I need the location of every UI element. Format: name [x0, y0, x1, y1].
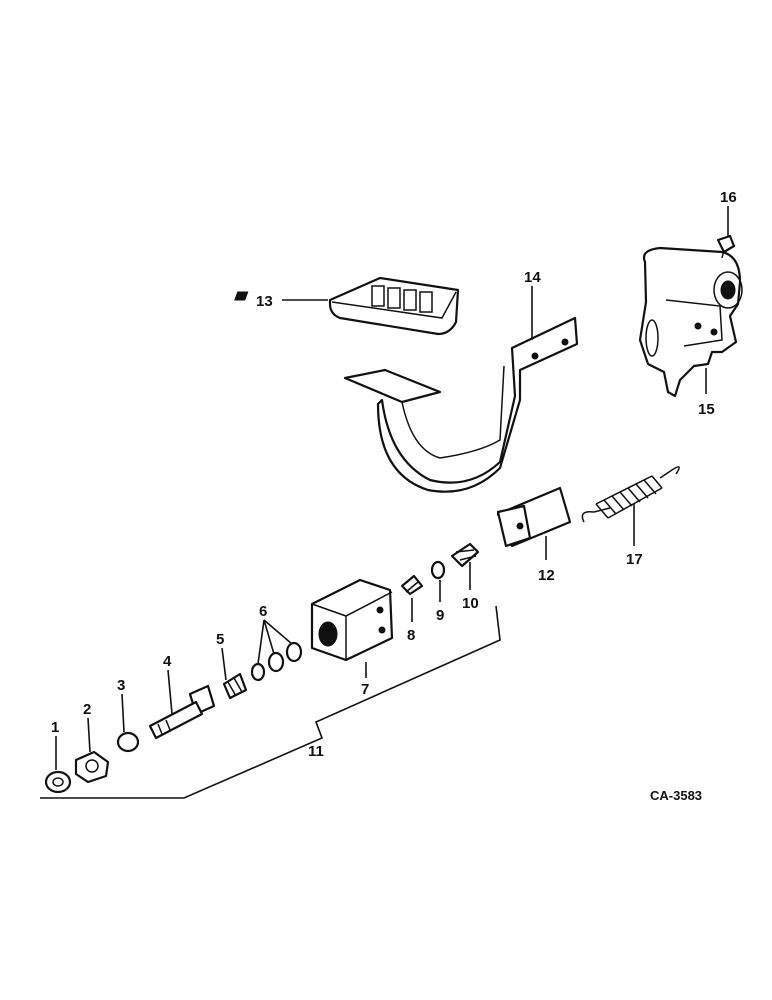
cap-part-1	[44, 770, 72, 794]
callout-15: 15	[698, 401, 715, 418]
nut-part-2	[74, 750, 110, 784]
callout-3: 3	[117, 677, 125, 694]
pedal-pad-part-13	[234, 276, 460, 336]
drawing-code: CA-3583	[650, 788, 702, 803]
o-ring-part-3	[116, 731, 140, 753]
callout-17: 17	[626, 551, 643, 568]
callout-8: 8	[407, 627, 415, 644]
spring-part-5	[222, 672, 248, 700]
callout-1: 1	[51, 719, 59, 736]
callout-10: 10	[462, 595, 479, 612]
plug-part-8	[400, 574, 424, 596]
o-ring-part-9	[430, 560, 446, 580]
pedal-arm-part-14	[343, 316, 579, 493]
callout-4: 4	[163, 653, 172, 670]
valve-body-part-7	[310, 578, 394, 662]
spring-part-17	[581, 466, 680, 523]
callout-2: 2	[83, 701, 91, 718]
callout-5: 5	[216, 631, 224, 648]
fitting-part-10	[450, 542, 480, 568]
callout-11: 11	[308, 743, 324, 760]
callout-6: 6	[259, 603, 267, 620]
callout-16: 16	[720, 189, 737, 206]
callout-14: 14	[524, 269, 541, 286]
callout-12: 12	[538, 567, 555, 584]
plunger-part-4	[148, 684, 216, 740]
screw-part-16	[716, 234, 736, 259]
hinge-part-12	[496, 486, 572, 548]
bracket-part-15	[638, 246, 743, 398]
callout-13: 13	[256, 293, 273, 310]
callout-7: 7	[361, 681, 369, 698]
callout-9: 9	[436, 607, 444, 624]
